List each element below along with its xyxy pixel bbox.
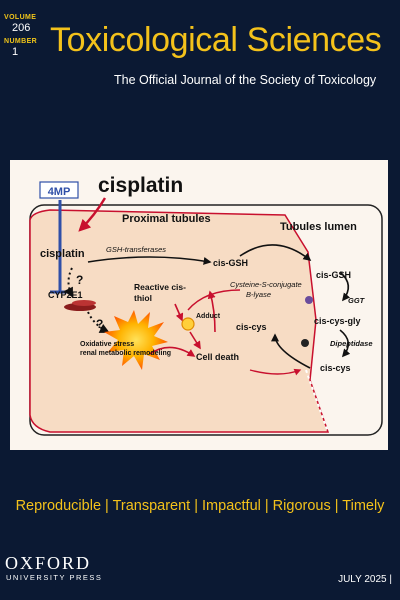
proximal-tubule-cell	[29, 209, 330, 433]
inhibitor-label: 4MP	[48, 186, 71, 198]
cell-death-label: Cell death	[196, 352, 239, 362]
proximal-label: Proximal tubules	[122, 213, 211, 225]
question-2: ?	[96, 317, 103, 331]
issue-date: JULY 2025 |	[338, 574, 392, 585]
inhibitor-box	[39, 181, 79, 199]
adduct-icon	[181, 317, 195, 331]
publisher-logo: OXFORD	[5, 553, 92, 573]
cis-cys-lumen-label: cis-cys	[320, 363, 351, 373]
gsh-transferases-label: GSH-transferases	[106, 245, 166, 254]
cover-figure: 4MP cisplatin Proximal tubules Tubules l…	[10, 160, 388, 450]
cyp2e1-label: CYP2E1	[48, 290, 83, 300]
cis-gsh-inner-label: cis-GSH	[213, 258, 248, 268]
ggt-label: GGT	[348, 296, 366, 305]
oxidative-stress-burst-icon	[104, 310, 168, 370]
cis-cys-inner-label: cis-cys	[236, 322, 267, 332]
transporter-icon	[301, 339, 309, 347]
oxidative-label-2: renal metabolic remodeling	[80, 350, 171, 357]
journal-title: Toxicological Sciences	[50, 21, 382, 59]
drug-entry-arrow	[78, 197, 107, 232]
transporter-icon	[305, 296, 313, 304]
dipeptidase-label: Dipeptidase	[330, 339, 373, 348]
reactive-label-1: Reactive cis-	[134, 282, 186, 292]
cis-cys-gly-label: cis-cys-gly	[314, 316, 361, 326]
inner-cisplatin-label: cisplatin	[40, 248, 85, 260]
lumen-label: Tubules lumen	[280, 221, 357, 233]
issue-info: VOLUME 206 NUMBER 1	[4, 14, 38, 62]
number-value: 1	[12, 46, 19, 58]
tagline: Reproducible | Transparent | Impactful |…	[15, 498, 385, 514]
publisher-subline: UNIVERSITY PRESS	[6, 573, 103, 582]
lyase-label-2: B-lyase	[246, 290, 271, 299]
volume-label: VOLUME	[4, 14, 37, 21]
reactive-label-2: thiol	[134, 293, 152, 303]
cis-gsh-lumen-label: cis-GSH	[316, 270, 351, 280]
drug-label: cisplatin	[98, 174, 183, 197]
adduct-label: Adduct	[196, 313, 221, 320]
volume-value: 206	[12, 22, 31, 34]
journal-subtitle: The Official Journal of the Society of T…	[114, 73, 377, 87]
oxidative-label-1: Oxidative stress	[80, 341, 134, 348]
number-label: NUMBER	[4, 38, 38, 45]
pathway-diagram: 4MP cisplatin Proximal tubules Tubules l…	[29, 174, 383, 436]
question-1: ?	[76, 273, 83, 287]
lyase-label-1: Cysteine-S-conjugate	[230, 280, 302, 289]
